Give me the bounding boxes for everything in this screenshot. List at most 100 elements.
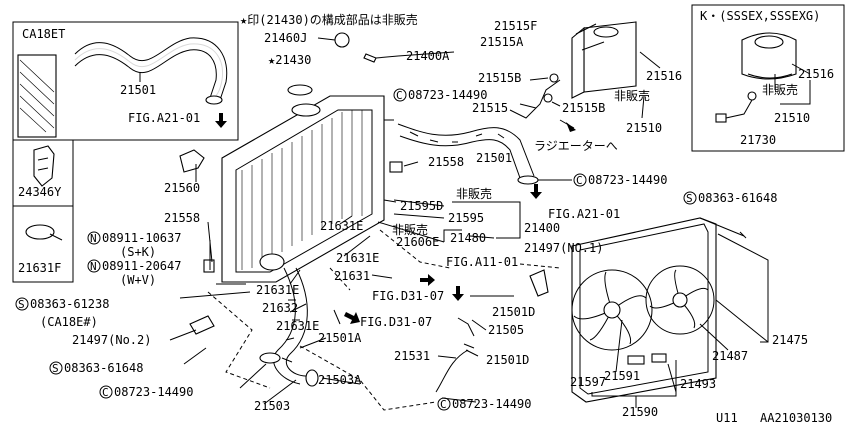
callout-21501d-b: 21501D	[486, 353, 529, 367]
callout-08723-left-label: 08723-14490	[114, 385, 193, 399]
callout-wv: (W+V)	[120, 273, 156, 287]
fan-assembly	[571, 217, 747, 403]
callout-21503a: 21503A	[318, 373, 362, 387]
inset-sssex-label-21510: 21510	[774, 111, 810, 125]
symbol-s-mid: S	[18, 298, 25, 311]
inset-clip: 21631F	[12, 205, 74, 283]
dashed-connectors	[207, 229, 561, 411]
callout-21560: 21560	[164, 181, 200, 195]
inset-sssex-title: K・(SSSEX,SSSEXG)	[700, 9, 820, 23]
callout-08363-61238: S 08363-61238	[15, 297, 109, 311]
callout-08723-bottom-label: 08723-14490	[452, 397, 531, 411]
callout-21487: 21487	[712, 349, 748, 363]
callout-08723-bottom: C 08723-14490	[437, 397, 531, 411]
pipe-21531	[435, 317, 475, 393]
callout-08723-right-label: 08723-14490	[588, 173, 667, 187]
callout-08911-20647-label: 08911-20647	[102, 259, 181, 273]
callout-21591: 21591	[604, 369, 640, 383]
callout-21631e-a: 21631E	[320, 219, 363, 233]
upper-hose	[397, 123, 539, 185]
inset-ca18et-fig-label: FIG.A21-01	[128, 111, 200, 125]
callout-21631e-b: 21631E	[336, 251, 379, 265]
callout-21632: 21632	[262, 301, 298, 315]
inset-ca18et-hose-label: 21501	[120, 83, 156, 97]
callout-radiator-direction: ラジエーターへ	[534, 139, 618, 153]
callout-08363-left: S 08363-61648	[49, 361, 143, 375]
callout-21475: 21475	[772, 333, 808, 347]
callout-08723-top: C 08723-14490	[393, 88, 487, 102]
reservoir-tank	[509, 21, 637, 132]
callout-21510: 21510	[626, 121, 662, 135]
callout-08723-right: C 08723-14490	[573, 173, 667, 187]
radiator	[221, 95, 397, 283]
callout-hisanbai-reservoir: 非販売	[614, 88, 650, 103]
callout-sk: (S+K)	[120, 245, 156, 259]
callout-21400: 21400	[524, 221, 560, 235]
callout-ca18e: (CA18E#)	[40, 315, 98, 329]
callout-fig-d31-07-b: FIG.D31-07	[360, 315, 432, 329]
callout-fig-d31-07-a: FIG.D31-07	[372, 289, 444, 303]
inset-sssex-label-21730: 21730	[740, 133, 776, 147]
callout-21531: 21531	[394, 349, 430, 363]
callout-21400a: 21400A	[406, 49, 450, 63]
callout-21597: 21597	[570, 375, 606, 389]
inset-sssex: K・(SSSEX,SSSEXG) 21516 非販売 21510 21730	[691, 4, 845, 152]
lower-hose	[259, 267, 319, 387]
callout-hisanbai-a: 非販売	[456, 186, 492, 201]
arrows	[344, 184, 542, 324]
callout-21631: 21631	[334, 269, 370, 283]
callout-08723-left: C 08723-14490	[99, 385, 193, 399]
symbol-c-top: C	[396, 89, 403, 102]
callout-hisanbai-b: 非販売	[392, 222, 428, 237]
callout-21516: 21516	[646, 69, 682, 83]
footer-code-right: AA21030130	[760, 411, 832, 425]
callout-08363-right-label: 08363-61648	[698, 191, 777, 205]
callout-21606e: 21606E	[396, 235, 439, 249]
callout-08363-left-label: 08363-61648	[64, 361, 143, 375]
inset-ca18et: CA18ET 21501 FIG.A21-01	[12, 21, 239, 141]
inset-sssex-label-hisanbai: 非販売	[762, 82, 798, 97]
inset-bracket: 24346Y	[12, 139, 74, 207]
callout-21460j: 21460J	[264, 31, 307, 45]
callout-star-21430: ★21430	[268, 53, 311, 67]
callout-21515b-top: 21515B	[478, 71, 521, 85]
callout-21515a: 21515A	[480, 35, 524, 49]
callout-21501d-a: 21501D	[492, 305, 535, 319]
callout-21493: 21493	[680, 377, 716, 391]
radiator-cap-group	[287, 32, 399, 96]
bracket-parts	[179, 149, 549, 335]
callout-08911-10637: N 08911-10637	[87, 231, 181, 245]
symbol-n-bottom: N	[90, 260, 97, 273]
callout-21501a: 21501A	[318, 331, 362, 345]
callout-21505: 21505	[488, 323, 524, 337]
callout-21515b-right: 21515B	[562, 101, 605, 115]
symbol-s-left: S	[52, 362, 59, 375]
callout-08363-61238-label: 08363-61238	[30, 297, 109, 311]
callout-fig-a11-01: FIG.A11-01	[446, 255, 518, 269]
callout-21503: 21503	[254, 399, 290, 413]
callout-fig-a21-01: FIG.A21-01	[548, 207, 620, 221]
callout-21590: 21590	[622, 405, 658, 419]
inset-bracket-label: 24346Y	[18, 185, 62, 199]
callout-21595d: 21595D	[400, 199, 443, 213]
callout-21558-left: 21558	[164, 211, 200, 225]
callout-21595: 21595	[448, 211, 484, 225]
callout-21515: 21515	[472, 101, 508, 115]
callout-08363-right: S 08363-61648	[683, 191, 777, 205]
callout-21515f: 21515F	[494, 19, 537, 33]
inset-ca18et-title: CA18ET	[22, 27, 65, 41]
inset-sssex-label-21516: 21516	[798, 67, 834, 81]
callout-08723-top-label: 08723-14490	[408, 88, 487, 102]
footer-code-left: U11	[716, 411, 738, 425]
symbol-c-left: C	[102, 386, 109, 399]
symbol-s-right: S	[686, 192, 693, 205]
note-header: ★印(21430)の構成部品は非販売	[240, 12, 418, 27]
callout-21497-no2: 21497(No.2)	[72, 333, 151, 347]
callout-21631e-c: 21631E	[256, 283, 299, 297]
callout-21558-right: 21558	[428, 155, 464, 169]
symbol-n-top: N	[90, 232, 97, 245]
star-symbol: ★	[268, 53, 275, 67]
inset-clip-label: 21631F	[18, 261, 61, 275]
symbol-c-right: C	[576, 174, 583, 187]
